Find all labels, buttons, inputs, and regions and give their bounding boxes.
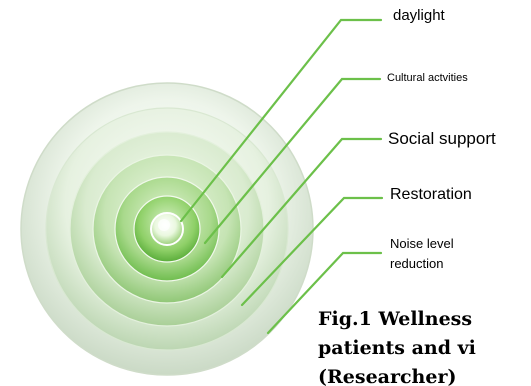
leader-line-restoration — [240, 196, 384, 307]
label-restoration: Restoration — [390, 186, 472, 203]
figure-caption: Fig.1 Wellness patients and vi (Research… — [318, 308, 476, 386]
leader-line-noise-level — [266, 251, 383, 335]
label-social-support: Social support — [388, 129, 496, 148]
label-daylight: daylight — [393, 7, 445, 24]
leader-line-social-support — [220, 137, 383, 279]
leader-line-cultural-activities — [203, 77, 382, 245]
leader-line-daylight — [179, 18, 383, 223]
ring-center-highlight — [158, 219, 170, 231]
label-noise-level-reduction: Noise level reduction — [390, 236, 454, 271]
label-cultural-activities: Cultural actvities — [387, 72, 468, 84]
